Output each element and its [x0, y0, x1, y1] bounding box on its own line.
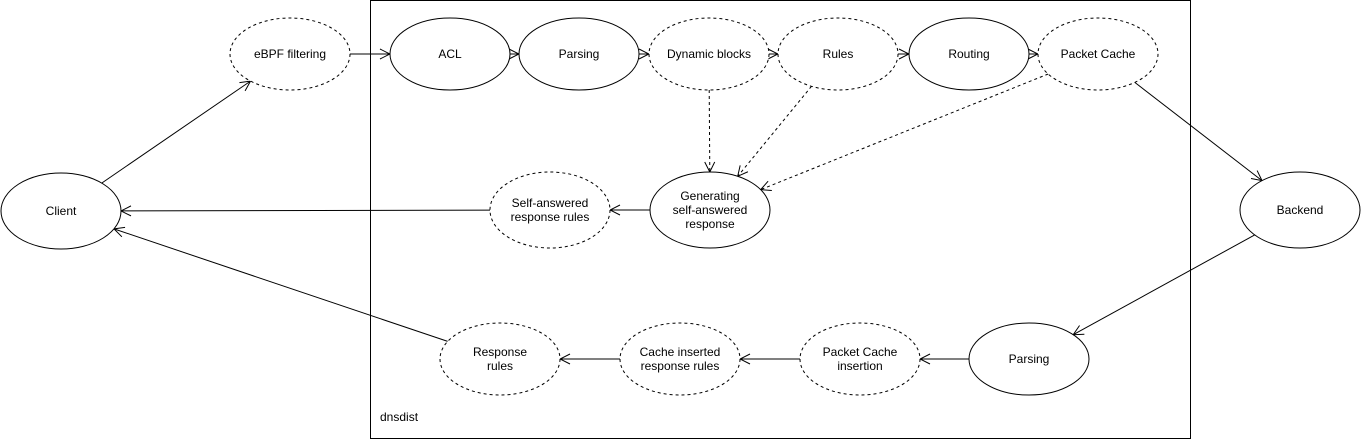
node-self_rules-label: Self-answered [512, 196, 589, 210]
node-self_rules-shape [489, 171, 611, 249]
edge-pcache-to-backend [1134, 82, 1262, 180]
dnsdist-container [370, 0, 1191, 439]
nodes-layer: Client eBPF filtering ACL Parsing Dynamic bl… [0, 17, 1361, 396]
node-dynblocks-shape [648, 17, 770, 91]
node-pcache_ins-label: insertion [837, 359, 882, 373]
node-routing: Routing [908, 17, 1030, 91]
node-backend-label: Backend [1277, 203, 1324, 217]
node-backend-shape [1239, 171, 1361, 249]
edge-client-to-ebpf [101, 81, 251, 184]
node-pcache-label: Packet Cache [1061, 47, 1136, 61]
node-cache_rules-shape [619, 322, 741, 396]
node-acl: ACL [389, 17, 511, 91]
node-acl-label: ACL [438, 47, 462, 61]
node-cache_rules-label: Cache inserted [640, 345, 721, 359]
node-routing-shape [908, 17, 1030, 91]
node-parsing_r: Parsing [968, 322, 1090, 396]
edge-backend-to-parsing_r [1073, 234, 1255, 335]
node-parsing_q-shape [518, 17, 640, 91]
node-gen_self-label: Generating [680, 189, 739, 203]
node-routing-label: Routing [948, 47, 989, 61]
node-pcache: Packet Cache [1037, 17, 1159, 91]
node-client: Client [0, 172, 122, 250]
node-client-label: Client [46, 204, 77, 218]
node-pcache-shape [1037, 17, 1159, 91]
node-ebpf-label: eBPF filtering [254, 47, 326, 61]
edge-rules-to-gen_self [738, 85, 812, 176]
node-backend: Backend [1239, 171, 1361, 249]
edges-layer [101, 54, 1262, 359]
node-rules-shape [777, 17, 899, 91]
edge-pcache-to-gen_self [761, 73, 1049, 190]
node-rules: Rules [777, 17, 899, 91]
node-gen_self-label: self-answered [673, 203, 748, 217]
node-dynblocks-label: Dynamic blocks [667, 47, 751, 61]
node-dynblocks: Dynamic blocks [648, 17, 770, 91]
node-pcache_ins-label: Packet Cache [823, 345, 898, 359]
node-cache_rules-label: response rules [641, 359, 720, 373]
node-resp_rules-shape [439, 322, 561, 396]
node-acl-shape [389, 17, 511, 91]
node-parsing_q: Parsing [518, 17, 640, 91]
edge-resp_rules-to-client [114, 229, 448, 342]
node-parsing_r-shape [968, 322, 1090, 396]
node-ebpf-shape [229, 17, 351, 91]
node-pcache_ins-shape [799, 322, 921, 396]
node-resp_rules-label: Response [473, 345, 527, 359]
node-self_rules-label: response rules [511, 210, 590, 224]
node-resp_rules-label: rules [487, 359, 513, 373]
container-label: dnsdist [380, 410, 419, 424]
node-gen_self-label: response [685, 217, 735, 231]
node-gen_self-shape [649, 171, 771, 249]
node-client-shape [0, 172, 122, 250]
node-rules-label: Rules [823, 47, 854, 61]
node-ebpf: eBPF filtering [229, 17, 351, 91]
edge-dynblocks-to-gen_self [709, 89, 710, 172]
node-parsing_q-label: Parsing [559, 47, 600, 61]
edge-self_rules-to-client [121, 210, 491, 211]
node-parsing_r-label: Parsing [1009, 352, 1050, 366]
